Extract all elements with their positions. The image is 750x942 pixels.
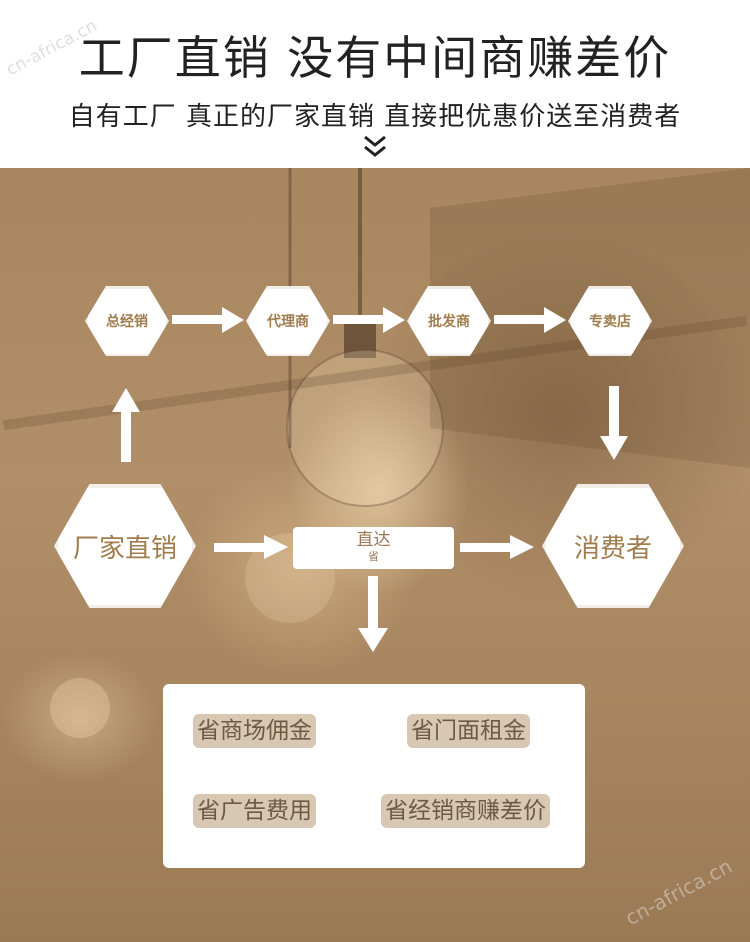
- general-distributor-label: 总经销: [106, 314, 148, 330]
- saving-item-mall-commission: 省商场佣金: [193, 714, 316, 748]
- agent-label: 代理商: [267, 314, 309, 330]
- page-subtitle: 自有工厂 真正的厂家直销 直接把优惠价送至消费者: [68, 102, 682, 132]
- hex-consumer: 消费者: [542, 484, 684, 608]
- saving-item-ad-cost: 省广告费用: [193, 794, 316, 828]
- double-chevron-down-icon: [364, 135, 386, 157]
- direct-sub-label: 省: [368, 550, 379, 563]
- direct-main-label: 直达: [356, 530, 391, 550]
- saving-item-store-rent: 省门面租金: [407, 714, 530, 748]
- wholesaler-label: 批发商: [428, 314, 470, 330]
- header: 工厂直销 没有中间商赚差价 自有工厂 真正的厂家直销 直接把优惠价送至消费者 c…: [0, 0, 750, 168]
- specialty-store-label: 专卖店: [589, 314, 631, 330]
- hex-general-distributor: 总经销: [85, 286, 169, 356]
- saving-item-dealer-markup: 省经销商赚差价: [381, 794, 550, 828]
- page-title: 工厂直销 没有中间商赚差价: [78, 31, 672, 85]
- consumer-label: 消费者: [573, 533, 652, 564]
- direct-delivery-box: 直达 省: [293, 527, 454, 569]
- factory-direct-label: 厂家直销: [72, 533, 177, 564]
- savings-panel: 省商场佣金 省门面租金 省广告费用 省经销商赚差价: [163, 684, 585, 868]
